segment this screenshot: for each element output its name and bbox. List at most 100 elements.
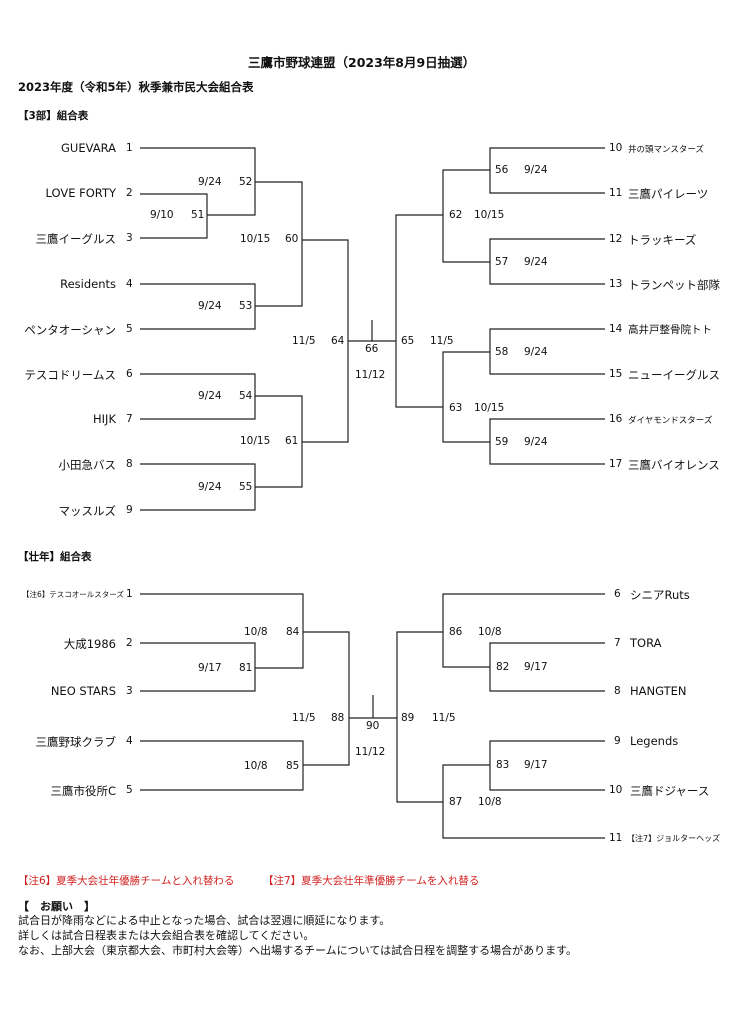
final-game-number: 66	[365, 343, 379, 355]
div3-team-name: GUEVARA	[61, 141, 116, 155]
senior-team-name: NEO STARS	[50, 684, 116, 698]
senior-team-name: 大成1986	[63, 637, 116, 651]
request-line: 試合日が降雨などによる中止となった場合、試合は翌週に順延になります。	[18, 914, 391, 927]
game-date: 9/17	[198, 662, 222, 674]
div3-team-name: 三鷹イーグルス	[35, 232, 117, 246]
senior-team-name: 【注7】ジョルターヘッズ	[627, 834, 721, 843]
game-date: 10/15	[240, 233, 271, 245]
game-number: 62	[449, 209, 463, 221]
div3-team-seed: 5	[126, 323, 133, 335]
game-number: 59	[495, 436, 509, 448]
senior-team-name: 【注6】テスコオールスターズ	[22, 590, 124, 599]
senior-team-name: 三鷹市役所C	[50, 784, 116, 798]
senior-team-name: Legends	[630, 734, 679, 748]
game-date: 10/15	[240, 435, 271, 447]
note-6: 【注6】夏季大会壮年優勝チームと入れ替わる	[18, 875, 235, 887]
div3-team-seed: 11	[609, 187, 623, 199]
game-number: 61	[285, 435, 299, 447]
div3-team-name: LOVE FORTY	[45, 186, 116, 200]
game-date: 9/17	[524, 759, 548, 771]
game-number: 52	[239, 176, 253, 188]
game-number: 56	[495, 164, 509, 176]
game-date: 9/24	[198, 176, 222, 188]
div3-team-name: 三鷹パイレーツ	[628, 187, 709, 201]
game-number: 86	[449, 626, 463, 638]
div3-team-seed: 13	[609, 278, 623, 290]
senior-team-seed: 2	[126, 637, 133, 649]
final-game-date: 11/12	[355, 746, 386, 758]
senior-team-seed: 7	[614, 637, 621, 649]
div3-team-seed: 10	[609, 142, 623, 154]
div3-team-name: トランペット部隊	[628, 278, 720, 292]
senior-team-seed: 5	[126, 784, 133, 796]
div3-team-seed: 8	[126, 458, 133, 470]
senior-team-seed: 8	[614, 685, 621, 697]
div3-team-name: Residents	[60, 277, 116, 291]
game-date: 10/8	[478, 796, 502, 808]
game-date: 9/24	[198, 390, 222, 402]
game-date: 11/5	[432, 712, 456, 724]
game-number: 60	[285, 233, 299, 245]
div3-team-seed: 16	[609, 413, 623, 425]
game-number: 57	[495, 256, 509, 268]
senior-team-seed: 4	[126, 735, 133, 747]
div3-team-seed: 14	[609, 323, 623, 335]
game-number: 89	[401, 712, 415, 724]
game-number: 88	[331, 712, 345, 724]
div3-team-name: ペンタオーシャン	[24, 323, 116, 337]
game-number: 63	[449, 402, 463, 414]
game-date: 9/24	[198, 300, 222, 312]
div3-team-seed: 3	[126, 232, 133, 244]
game-date: 10/8	[244, 760, 268, 772]
div3-section-label: 【3部】組合表	[18, 110, 89, 122]
game-number: 82	[496, 661, 510, 673]
game-number: 85	[286, 760, 300, 772]
div3-team-seed: 12	[609, 233, 623, 245]
senior-team-seed: 1	[126, 588, 133, 600]
senior-team-name: 三鷹野球クラブ	[35, 735, 117, 749]
game-number: 83	[496, 759, 510, 771]
note-7: 【注7】夏季大会壮年準優勝チームを入れ替る	[263, 875, 480, 887]
game-date: 9/24	[524, 164, 548, 176]
game-number: 64	[331, 335, 345, 347]
request-line: なお、上部大会（東京都大会、市町村大会等）へ出場するチームについては試合日程を調…	[18, 944, 578, 957]
senior-team-name: 三鷹ドジャース	[630, 784, 710, 798]
div3-team-name: 高井戸整骨院トト	[628, 324, 712, 336]
div3-team-seed: 17	[609, 458, 623, 470]
senior-team-name: TORA	[630, 636, 662, 650]
game-number: 55	[239, 481, 253, 493]
div3-team-name: トラッキーズ	[628, 233, 697, 247]
game-number: 51	[191, 209, 205, 221]
game-date: 11/5	[430, 335, 454, 347]
div3-team-name: マッスルズ	[58, 504, 117, 518]
senior-team-seed: 10	[609, 784, 623, 796]
div3-team-seed: 9	[126, 504, 133, 516]
game-date: 10/8	[244, 626, 268, 638]
senior-team-seed: 3	[126, 685, 133, 697]
div3-team-name: 井の頭マンスターズ	[628, 145, 704, 155]
request-heading: 【 お願い 】	[18, 900, 95, 913]
game-date: 9/24	[524, 256, 548, 268]
game-number: 84	[286, 626, 300, 638]
game-date: 9/17	[524, 661, 548, 673]
game-number: 53	[239, 300, 253, 312]
game-number: 65	[401, 335, 415, 347]
div3-team-seed: 15	[609, 368, 623, 380]
div3-team-name: ダイヤモンドスターズ	[628, 416, 713, 426]
senior-section-label: 【壮年】組合表	[18, 551, 92, 563]
div3-team-seed: 1	[126, 142, 133, 154]
game-number: 58	[495, 346, 509, 358]
div3-team-seed: 4	[126, 278, 133, 290]
div3-team-name: HIJK	[93, 412, 116, 426]
div3-team-name: 三鷹バイオレンス	[628, 458, 720, 472]
div3-team-name: テスコドリームス	[24, 368, 116, 382]
game-date: 9/24	[524, 436, 548, 448]
senior-team-seed: 6	[614, 588, 621, 600]
game-number: 81	[239, 662, 253, 674]
senior-team-name: HANGTEN	[630, 684, 687, 698]
page-subtitle: 2023年度（令和5年）秋季兼市民大会組合表	[18, 80, 254, 94]
game-date: 9/24	[198, 481, 222, 493]
request-line: 詳しくは試合日程表または大会組合表を確認してください。	[18, 929, 315, 942]
page-title: 三鷹市野球連盟（2023年8月9日抽選）	[248, 55, 476, 70]
